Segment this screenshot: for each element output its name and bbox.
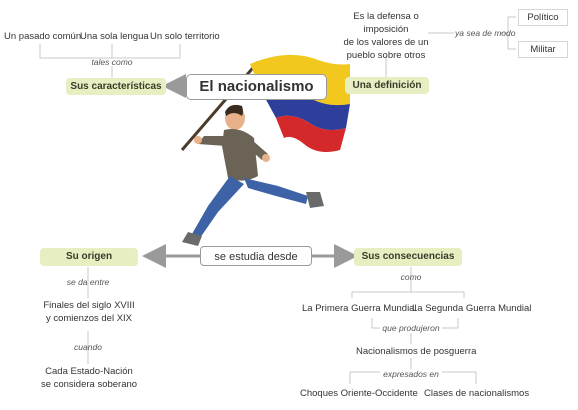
postwar-nationalisms: Nacionalismos de posguerra [356, 346, 477, 357]
origin-period-line: y comienzos del XIX [45, 313, 133, 324]
consequences-node: Sus consecuencias [354, 248, 462, 266]
characteristics-connector: tales como [91, 57, 133, 67]
consequences-connector-2: que produjeron [380, 323, 442, 333]
consequence-war: La Primera Guerra Mundial [302, 303, 417, 314]
origin-period: Finales del siglo XVIII y comienzos del … [30, 299, 148, 325]
definition-option: Militar [518, 41, 568, 58]
definition-line: pueblo sobre otros [346, 50, 426, 61]
study-label: se estudia desde [214, 251, 298, 263]
origin-connector-2: cuando [74, 342, 102, 352]
option-military: Militar [530, 44, 556, 55]
consequence-war: La Segunda Guerra Mundial [412, 303, 532, 314]
study-node: se estudia desde [200, 246, 312, 266]
characteristic-item: Un pasado común [4, 31, 82, 42]
definition-node: Una definición [345, 77, 429, 94]
flag-blue-stripe [264, 92, 350, 130]
definition-line: Es la defensa o imposición [353, 11, 419, 35]
origin-event-line: se considera soberano [40, 379, 138, 390]
definition-text: Es la defensa o imposición de los valore… [338, 10, 434, 62]
central-title: El nacionalismo [199, 78, 314, 95]
origin-period-line: Finales del siglo XVIII [43, 300, 135, 311]
consequences-label: Sus consecuencias [361, 251, 455, 262]
characteristics-node: Sus características [66, 78, 166, 95]
origin-label: Su origen [65, 251, 113, 262]
origin-event: Cada Estado-Nación se considera soberano [30, 365, 148, 391]
characteristic-item: Una sola lengua [80, 31, 149, 42]
option-political: Político [527, 12, 559, 23]
expression-item: Choques Oriente-Occidente [300, 388, 418, 399]
origin-connector-1: se da entre [66, 277, 110, 287]
consequences-connector-1: como [400, 272, 422, 282]
definition-connector: ya sea de modo [455, 28, 516, 38]
central-topic: El nacionalismo [186, 74, 327, 100]
consequences-connector-3: expresados en [380, 369, 442, 379]
definition-option: Político [518, 9, 568, 26]
definition-label: Una definición [352, 80, 422, 91]
expression-item: Clases de nacionalismos [424, 388, 530, 399]
origin-event-line: Cada Estado-Nación [45, 366, 133, 377]
characteristics-label: Sus características [70, 81, 162, 92]
characteristic-item: Un solo territorio [150, 31, 220, 42]
definition-line: de los valores de un [343, 37, 429, 48]
flag-red-stripe [276, 115, 346, 152]
origin-node: Su origen [40, 248, 138, 266]
